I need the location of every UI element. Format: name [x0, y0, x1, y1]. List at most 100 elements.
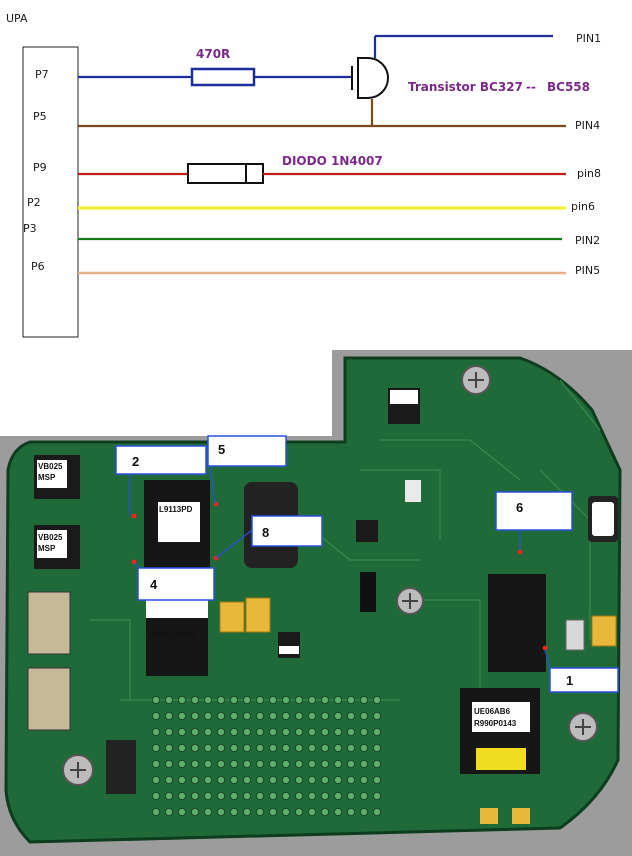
pin-hole — [346, 792, 355, 801]
capacitor — [591, 615, 617, 647]
pin-hole — [359, 728, 368, 737]
callout-4: 4 — [150, 577, 158, 592]
pin-hole — [242, 808, 251, 817]
pin-hole — [229, 712, 238, 721]
pin-hole — [359, 712, 368, 721]
pin-hole — [268, 808, 277, 817]
pin-hole — [164, 776, 173, 785]
callout-2: 2 — [132, 454, 139, 469]
pin-hole — [268, 776, 277, 785]
connector-block — [27, 667, 71, 731]
pin-hole — [346, 776, 355, 785]
pin-hole — [281, 808, 290, 817]
pin-hole — [216, 728, 225, 737]
chip-vb025-2-b: MSP — [38, 544, 56, 553]
chip — [360, 572, 376, 612]
pin-hole — [177, 808, 186, 817]
pin-hole — [307, 792, 316, 801]
pin-hole — [151, 744, 160, 753]
pin-hole — [164, 728, 173, 737]
pin-hole — [346, 744, 355, 753]
chip-r990p0143: R990P0143 — [474, 719, 517, 728]
upa-pin-p9: P9 — [33, 161, 47, 174]
pin-hole — [333, 776, 342, 785]
callout-box-2 — [115, 445, 207, 475]
pin-hole — [203, 808, 212, 817]
upa-pin-p5: P5 — [33, 110, 47, 123]
pin-hole — [372, 760, 381, 769]
pin-hole — [203, 728, 212, 737]
right-pin-2: PIN2 — [575, 234, 600, 247]
pin-hole — [151, 776, 160, 785]
pin-hole — [164, 712, 173, 721]
callout-box-1 — [549, 667, 619, 693]
pcb-photo: VB025 MSP VB025 MSP L9113PD MC33186DH UE… — [0, 350, 632, 856]
pin-hole — [242, 776, 251, 785]
pin-hole — [255, 760, 264, 769]
pin-hole — [346, 712, 355, 721]
pin-hole — [294, 696, 303, 705]
right-pin-8: pin8 — [577, 167, 601, 180]
pin-hole — [151, 728, 160, 737]
chip-label-box — [390, 390, 418, 404]
pin-hole — [268, 712, 277, 721]
pin-hole — [177, 760, 186, 769]
pin-hole — [190, 792, 199, 801]
pin-hole — [281, 760, 290, 769]
chip-vb025-1-a: VB025 — [38, 462, 63, 471]
chip-ue06ab6: UE06AB6 — [474, 707, 511, 716]
pin-hole — [359, 808, 368, 817]
right-pin-6: pin6 — [571, 200, 595, 213]
pin-hole — [372, 712, 381, 721]
upa-pin-p6: P6 — [31, 260, 45, 273]
pin-hole — [203, 744, 212, 753]
callout-dot — [517, 549, 523, 555]
transistor-alt-label: BC558 — [547, 80, 590, 94]
pin-hole — [307, 776, 316, 785]
resistor-label: 470R — [196, 47, 230, 61]
pin-hole — [320, 744, 329, 753]
screw-icon — [396, 587, 424, 615]
pin-hole — [320, 712, 329, 721]
pin-hole — [372, 728, 381, 737]
pin-hole — [242, 696, 251, 705]
chip-label-box — [158, 502, 200, 542]
callout-8: 8 — [262, 525, 269, 540]
pin-hole — [203, 776, 212, 785]
pin-hole — [216, 792, 225, 801]
pin-hole — [268, 744, 277, 753]
callout-box-6 — [495, 491, 573, 531]
pin-hole — [333, 792, 342, 801]
pin-hole — [268, 760, 277, 769]
pin-hole — [281, 696, 290, 705]
capacitor — [480, 808, 498, 824]
pin-hole — [190, 712, 199, 721]
pin-hole — [281, 792, 290, 801]
pin-hole — [372, 808, 381, 817]
pin-hole — [346, 728, 355, 737]
upa-pin-p2: P2 — [27, 196, 41, 209]
pin-hole — [307, 696, 316, 705]
pin-hole — [229, 728, 238, 737]
pin-hole — [164, 792, 173, 801]
pin-hole — [242, 792, 251, 801]
pin-hole — [216, 696, 225, 705]
screw-icon — [62, 754, 94, 786]
pin-hole — [333, 744, 342, 753]
crystal — [565, 619, 585, 651]
right-pin-4: PIN4 — [575, 119, 600, 132]
capacitor — [512, 808, 530, 824]
pin-hole — [151, 792, 160, 801]
pin-hole — [151, 760, 160, 769]
connector-block — [27, 591, 71, 655]
chip — [356, 520, 378, 542]
crystal — [405, 480, 421, 502]
pin-hole — [281, 728, 290, 737]
upa-connector-box — [22, 46, 79, 338]
right-pin-5: PIN5 — [575, 264, 600, 277]
pin-hole — [307, 808, 316, 817]
pin-hole — [294, 744, 303, 753]
chip — [488, 574, 546, 672]
pin-hole — [372, 744, 381, 753]
